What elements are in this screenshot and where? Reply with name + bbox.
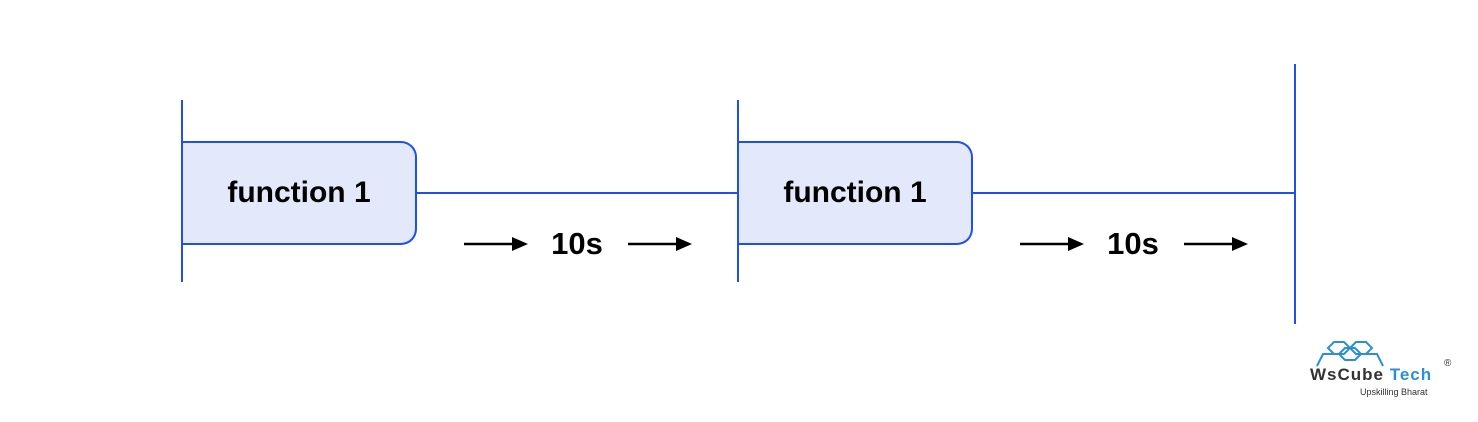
arrow-icon [628, 237, 692, 251]
arrow-icon [464, 237, 528, 251]
hexagon-logo-icon [1316, 341, 1384, 367]
timeline-marker-start [181, 100, 183, 282]
arrow-icon [1020, 237, 1084, 251]
timeline-segment-2 [972, 192, 1295, 194]
function-box-2: function 1 [739, 141, 973, 245]
function-box-1: function 1 [183, 141, 417, 245]
arrow-icon [1184, 237, 1248, 251]
delay-label: 10s [551, 226, 603, 261]
registered-mark: ® [1444, 358, 1452, 369]
function-label: function 1 [227, 176, 371, 209]
brand-tagline: Upskilling Bharat [1360, 387, 1428, 397]
delay-label: 10s [1107, 226, 1159, 261]
timeline-segment-1 [416, 192, 738, 194]
brand-logo: WsCube Tech ® Upskilling Bharat [1310, 340, 1460, 400]
brand-name: WsCube Tech [1310, 365, 1433, 384]
timeline-marker-end [1294, 64, 1296, 324]
function-label: function 1 [783, 176, 927, 209]
timeline-marker-2 [737, 100, 739, 282]
